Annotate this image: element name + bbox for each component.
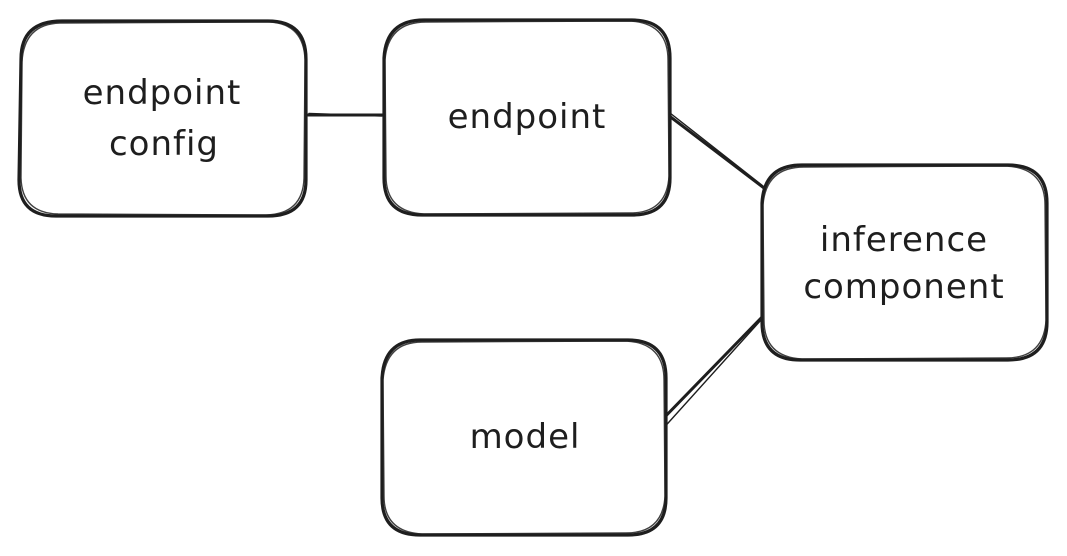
node-endpoint-label: endpoint [448, 97, 607, 137]
node-model-label: model [470, 417, 581, 457]
node-endpoint-config-label-line-2: config [109, 124, 219, 164]
node-inference-component-label-line-2: component [803, 267, 1004, 307]
node-endpoint[interactable]: endpoint [382, 18, 672, 217]
node-model[interactable]: model [380, 338, 668, 537]
node-endpoint-config-label-line-1: endpoint [83, 73, 242, 113]
node-endpoint-config[interactable]: endpoint config [17, 19, 308, 218]
edge-endpoint-to-inference-component [666, 112, 766, 190]
edge-model-to-inference-component [655, 313, 766, 433]
node-inference-component-label-line-1: inference [820, 220, 988, 260]
edge-endpoint-config-to-endpoint [306, 112, 385, 117]
node-inference-component[interactable]: inference component [760, 163, 1049, 362]
